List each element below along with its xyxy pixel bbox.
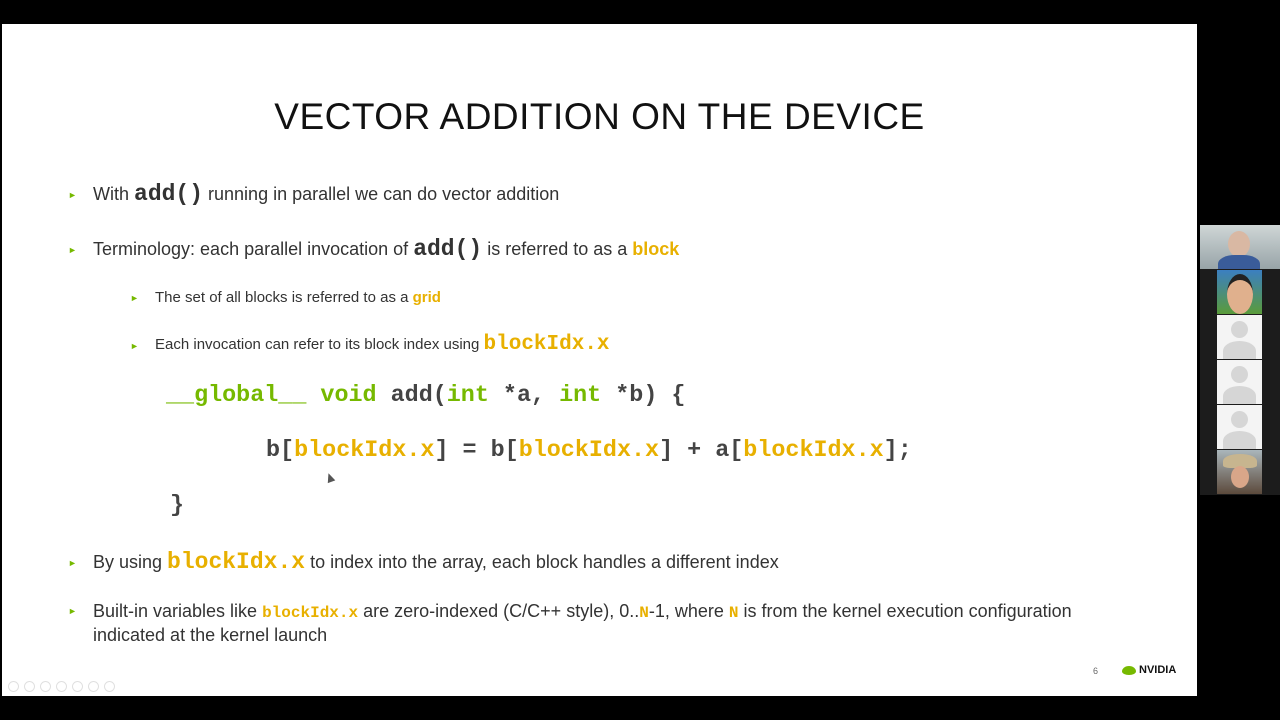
code-blockidx: blockIdx.x	[483, 333, 610, 356]
code-add: add()	[413, 236, 483, 262]
zoom-icon[interactable]	[56, 681, 67, 692]
bullet-3: The set of all blocks is referred to as …	[155, 289, 441, 306]
code-line-3: }	[170, 493, 185, 519]
participant-video[interactable]	[1200, 225, 1280, 269]
subtitles-icon[interactable]	[72, 681, 83, 692]
participant-avatar[interactable]	[1217, 360, 1262, 404]
prev-slide-icon[interactable]	[8, 681, 19, 692]
slide-title: VECTOR ADDITION ON THE DEVICE	[274, 96, 925, 137]
user-avatar-icon	[1231, 366, 1248, 383]
code-add: add()	[134, 181, 204, 207]
bullet-5: By using blockIdx.x to index into the ar…	[93, 549, 779, 575]
participant-avatar[interactable]	[1217, 405, 1262, 449]
pen-icon[interactable]	[40, 681, 51, 692]
bullet-arrow-icon: ►	[130, 293, 139, 303]
bullet-arrow-icon: ►	[130, 341, 139, 351]
nvidia-eye-icon	[1122, 665, 1136, 675]
bullet-arrow-icon: ►	[68, 606, 77, 616]
code-line-1: __global__ void add(int *a, int *b) {	[166, 383, 686, 409]
bullet-2: Terminology: each parallel invocation of…	[93, 236, 680, 262]
participant-avatar[interactable]	[1217, 315, 1262, 359]
code-blockidx: blockIdx.x	[167, 549, 306, 575]
slides-grid-icon[interactable]	[88, 681, 99, 692]
bullet-arrow-icon: ►	[68, 190, 77, 200]
slide: VECTOR ADDITION ON THE DEVICE ► With add…	[2, 24, 1197, 696]
term-block: block	[632, 239, 680, 259]
bullet-1: With add() running in parallel we can do…	[93, 181, 560, 207]
user-avatar-icon	[1231, 411, 1248, 428]
participants-panel	[1200, 225, 1280, 495]
bullet-6: Built-in variables like blockIdx.x are z…	[93, 601, 1072, 645]
next-slide-icon[interactable]	[24, 681, 35, 692]
page-number: 6	[1093, 666, 1099, 676]
more-options-icon[interactable]	[104, 681, 115, 692]
code-line-2: b[blockIdx.x] = b[blockIdx.x] + a[blockI…	[266, 438, 912, 464]
participant-video[interactable]	[1217, 270, 1262, 314]
bullet-arrow-icon: ►	[68, 245, 77, 255]
nvidia-logo: NVIDIA	[1122, 664, 1176, 676]
code-blockidx: blockIdx.x	[262, 604, 359, 622]
slideshow-toolbar[interactable]	[8, 681, 115, 692]
bullet-arrow-icon: ►	[68, 558, 77, 568]
participant-video[interactable]	[1217, 450, 1262, 494]
term-grid: grid	[412, 289, 441, 306]
user-avatar-icon	[1231, 321, 1248, 338]
bullet-4: Each invocation can refer to its block i…	[155, 333, 610, 356]
mouse-cursor-icon	[324, 471, 336, 484]
